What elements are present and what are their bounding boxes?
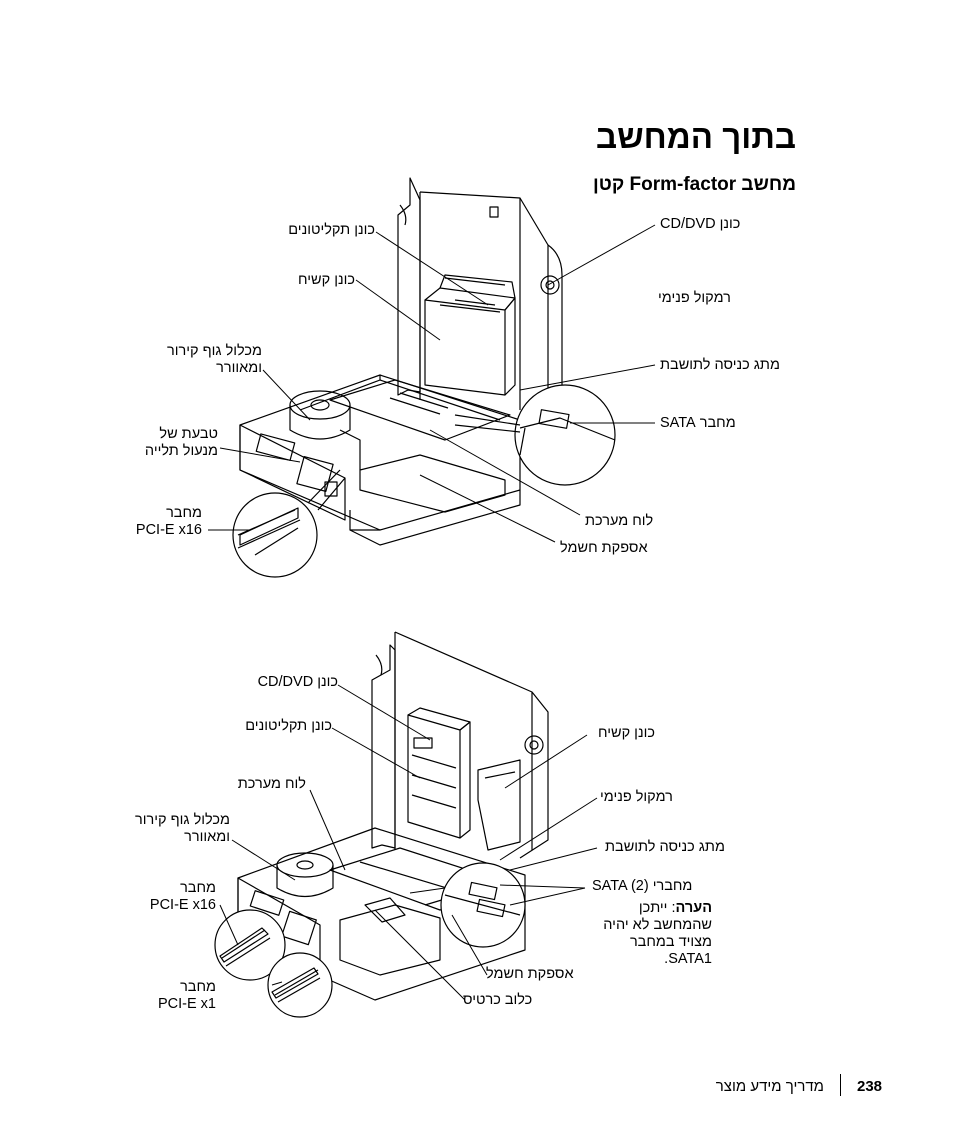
label-sata-connector: מחבר SATA	[660, 415, 736, 431]
label-floppy-drive-2: כונן תקליטונים	[245, 718, 332, 734]
footer-separator	[840, 1074, 841, 1096]
figure1-chassis	[232, 177, 616, 578]
label-pcie-x16-2-line1: מחבר	[180, 880, 216, 896]
page-title: בתוך המחשב	[595, 118, 796, 155]
label-internal-speaker: רמקול פנימי	[658, 290, 731, 306]
note-label: הערה	[675, 900, 712, 916]
label-cd-dvd-drive-2: כונן CD/DVD	[257, 674, 338, 690]
label-power-supply-2: אספקת חשמל	[486, 966, 574, 982]
label-pcie-x16-connector: מחבר PCI-E x16	[110, 505, 202, 539]
label-intrusion-switch: מתג כניסה לתושבת	[660, 357, 780, 373]
label-card-cage: כלוב כרטיס	[463, 992, 533, 1008]
label-heatsink-fan-2: מכלול גוף קירור ומאוורר	[135, 812, 230, 845]
label-padlock-ring: טבעת של מנעול תלייה	[144, 426, 218, 459]
label-power-supply: אספקת חשמל	[560, 540, 648, 556]
note-line1: : ייתכן	[638, 900, 676, 916]
note-line3: מצויד במחבר	[629, 934, 712, 950]
footer-doc-title: מדריך מידע מוצר	[715, 1078, 824, 1095]
note-line2: שהמחשב לא יהיה	[603, 917, 712, 933]
page-number: 238	[857, 1078, 883, 1095]
page-subtitle: מחשב Form-factor קטן	[593, 174, 796, 195]
label-sata-connectors: מחברי SATA (2)	[592, 878, 693, 894]
label-cd-dvd-drive: כונן CD/DVD	[660, 216, 741, 232]
label-pcie-x16-line2: PCI-E x16	[135, 522, 202, 538]
figure2-chassis	[214, 631, 549, 1018]
label-internal-speaker-2: רמקול פנימי	[600, 789, 673, 805]
label-hard-drive-2: כונן קשיח	[598, 725, 655, 741]
label-system-board: לוח מערכת	[585, 513, 654, 529]
label-pcie-x16-line1: מחבר	[166, 505, 202, 521]
label-pcie-x16-2-line2: PCI-E x16	[149, 897, 216, 913]
label-pcie-x1-line2: PCI-E x1	[157, 996, 216, 1012]
label-intrusion-switch-2: מתג כניסה לתושבת	[605, 839, 725, 855]
label-pcie-x16-connector-2: מחבר PCI-E x16	[120, 880, 216, 914]
figure2-leaders	[219, 684, 598, 1001]
label-heatsink-fan: מכלול גוף קירור ומאוורר	[167, 343, 262, 376]
label-pcie-x1-connector: מחבר PCI-E x1	[120, 979, 216, 1013]
label-pcie-x1-line1: מחבר	[180, 979, 216, 995]
note-line4: SATA1.	[664, 951, 712, 967]
label-system-board-2: לוח מערכת	[237, 776, 306, 792]
sata-note: הערה: ייתכן שהמחשב לא יהיה מצויד במחבר S…	[592, 900, 712, 968]
label-hard-drive: כונן קשיח	[298, 272, 355, 288]
figure1-leaders	[208, 224, 656, 543]
label-floppy-drive: כונן תקליטונים	[288, 222, 375, 238]
